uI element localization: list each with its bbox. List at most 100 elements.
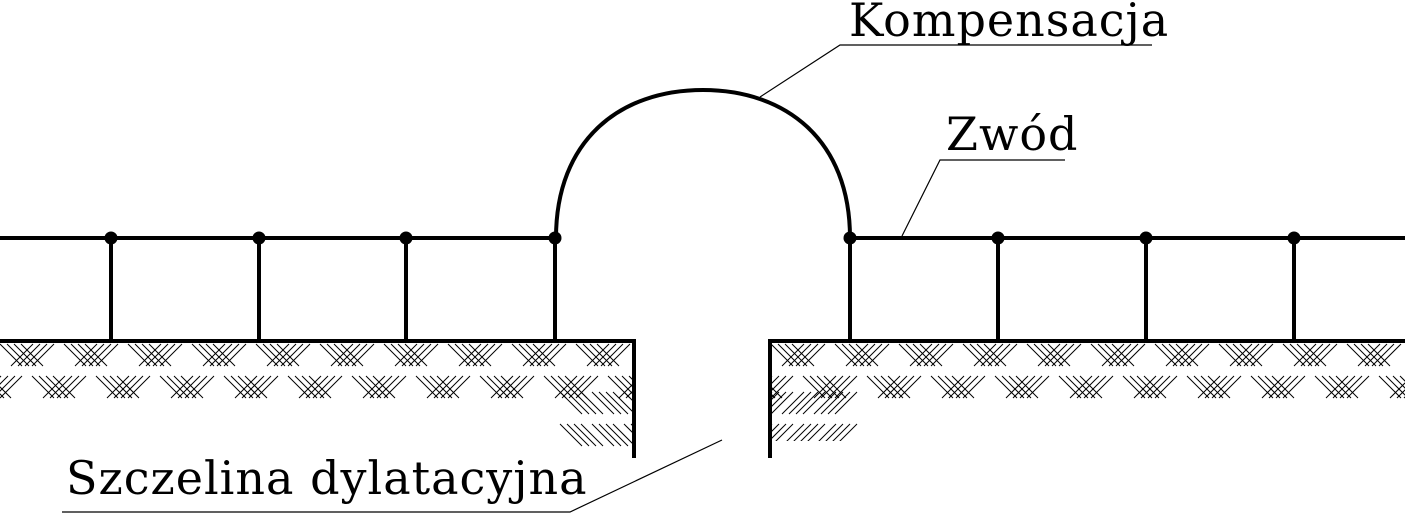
hatch-stroke: [591, 423, 615, 447]
hatch-stroke: [775, 423, 794, 441]
hatch-stroke: [605, 423, 629, 447]
hatch-stroke: [422, 375, 446, 399]
hatch-stroke: [596, 343, 620, 367]
hatch-stroke: [42, 375, 66, 399]
hatch-stroke: [1161, 343, 1185, 367]
label-expansion-gap: Szczelina dylatacyjna: [66, 451, 588, 505]
ground-surface-left: [0, 339, 636, 458]
hatch-stroke: [1143, 375, 1167, 399]
hatch-stroke: [623, 391, 633, 402]
hatch-stroke: [262, 343, 286, 367]
hatch-stroke: [607, 343, 631, 367]
hatch-stroke: [909, 343, 933, 367]
hatch-stroke: [180, 375, 204, 399]
hatch-stroke: [45, 375, 69, 399]
hatch-stroke: [586, 343, 610, 367]
hatch-stroke: [127, 375, 151, 399]
hatch-stroke: [1250, 375, 1274, 399]
hatch-stroke: [951, 375, 975, 399]
hatch-stroke: [1236, 343, 1260, 367]
hatch-stroke: [24, 343, 48, 367]
hatch-stroke: [1378, 375, 1402, 399]
hatch-stroke: [818, 423, 837, 441]
hatch-stroke: [575, 375, 599, 399]
hatch-stroke: [1033, 343, 1057, 367]
leader-compensation: [759, 44, 1152, 98]
hatch-stroke: [1179, 343, 1203, 367]
hatch-stroke: [1204, 375, 1228, 399]
hatch-stroke: [522, 343, 546, 367]
hatch-stroke: [141, 343, 165, 367]
hatch-stroke: [81, 343, 105, 367]
hatch-stroke: [436, 375, 460, 399]
hatch-stroke: [52, 375, 76, 399]
ground-surface-right: [768, 339, 1405, 458]
hatch-stroke: [566, 391, 590, 415]
hatch-stroke: [1044, 343, 1068, 367]
hatch-stroke: [504, 375, 528, 399]
hatch-stroke: [632, 397, 633, 398]
hatch-stroke: [554, 375, 578, 399]
hatch-stroke: [994, 375, 1018, 399]
hatch-stroke: [1243, 343, 1267, 367]
hatch-stroke: [1257, 375, 1281, 399]
hatch-stroke: [319, 343, 343, 367]
hatch-stroke: [859, 343, 883, 367]
hatch-stroke: [241, 375, 265, 399]
leader-expansion-gap: [62, 439, 723, 513]
hatch-stroke: [337, 343, 361, 367]
hatch-stroke: [566, 423, 590, 447]
hatch-stroke: [429, 375, 453, 399]
hatch-stroke: [638, 392, 660, 414]
hatch-stroke: [465, 343, 489, 367]
leader-conductor: [901, 159, 1065, 237]
hatch-stroke: [344, 343, 368, 367]
hatch-stroke: [205, 343, 229, 367]
hatch-stroke: [511, 375, 535, 399]
hatch-stroke: [1154, 343, 1178, 367]
hatch-stroke: [1101, 343, 1125, 367]
hatch-stroke: [230, 375, 254, 399]
hatch-stroke: [305, 375, 329, 399]
hatch-stroke: [134, 343, 158, 367]
hatch-stroke: [1232, 343, 1256, 367]
hatch-stroke: [56, 375, 80, 399]
hatch-stroke: [1218, 343, 1242, 367]
hatch-stroke: [372, 375, 396, 399]
hatch-stroke: [518, 343, 542, 367]
hatch-stroke: [159, 375, 183, 399]
hatch-stroke: [511, 343, 535, 367]
hatch-stroke: [1090, 375, 1114, 399]
hatch-stroke: [1396, 389, 1405, 399]
hatch-stroke: [788, 343, 812, 367]
hatch-stroke: [0, 343, 23, 367]
hatch-stroke: [1314, 343, 1338, 367]
hatch-stroke: [166, 375, 190, 399]
hatch-stroke: [1008, 375, 1032, 399]
hatch-stroke: [454, 343, 478, 367]
hatch-stroke: [930, 375, 954, 399]
hatch-stroke: [781, 343, 805, 367]
hatch-stroke: [845, 343, 869, 367]
hatch-stroke: [365, 375, 389, 399]
hatch-stroke: [1154, 375, 1178, 399]
hatch-stroke: [536, 343, 560, 367]
hatch-stroke: [1186, 375, 1210, 399]
hatch-stroke: [1122, 375, 1146, 399]
hatch-stroke: [1289, 343, 1313, 367]
hatch-stroke: [1012, 375, 1036, 399]
hatch-stroke: [351, 343, 375, 367]
hatch-stroke: [739, 344, 761, 366]
ground-hatching-left: [0, 343, 662, 447]
hatch-stroke: [916, 343, 940, 367]
hatch-stroke: [447, 375, 471, 399]
hatch-stroke: [834, 375, 858, 399]
hatch-stroke: [383, 375, 407, 399]
hatch-stroke: [1026, 375, 1050, 399]
hatch-stroke: [640, 376, 662, 398]
hatch-stroke: [280, 343, 304, 367]
hatch-stroke: [17, 343, 41, 367]
support-node: [104, 231, 118, 245]
hatch-stroke: [807, 423, 826, 441]
hatch-stroke: [1225, 343, 1249, 367]
